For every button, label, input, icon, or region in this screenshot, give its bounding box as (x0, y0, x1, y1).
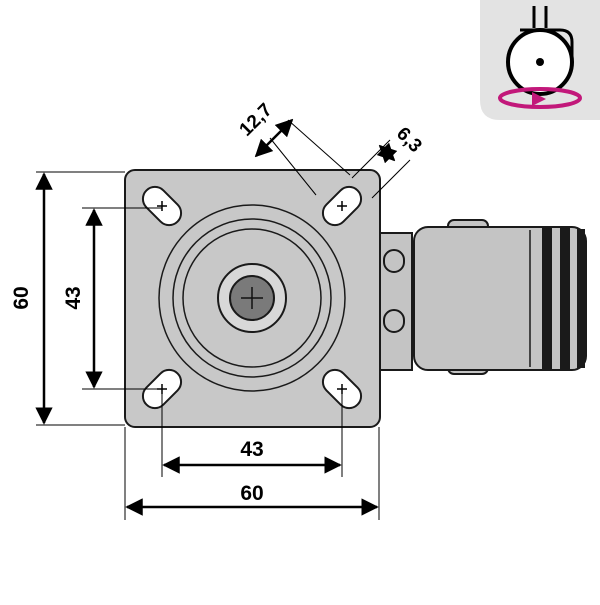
dim-label-slot-length: 12,7 (236, 100, 277, 141)
extension-lines (36, 119, 411, 520)
mounting-plate (124, 169, 381, 428)
swivel-rotation-icon (480, 0, 600, 120)
dim-line-slot-length (254, 118, 294, 158)
dim-label-overall-height: 60 (10, 286, 33, 309)
rotation-arrow-icon (532, 92, 546, 106)
dim-label-hole-vertical: 43 (62, 286, 85, 309)
slot-top-left (141, 185, 183, 227)
dim-label-hole-horizontal: 43 (240, 438, 263, 461)
dim-line-slot-width (376, 142, 398, 164)
wheel-housing (379, 219, 587, 375)
dimension-lines (35, 118, 398, 516)
slot-top-right (321, 185, 363, 227)
dim-label-overall-width: 60 (240, 482, 263, 505)
dim-label-slot-width: 6,3 (392, 123, 426, 157)
